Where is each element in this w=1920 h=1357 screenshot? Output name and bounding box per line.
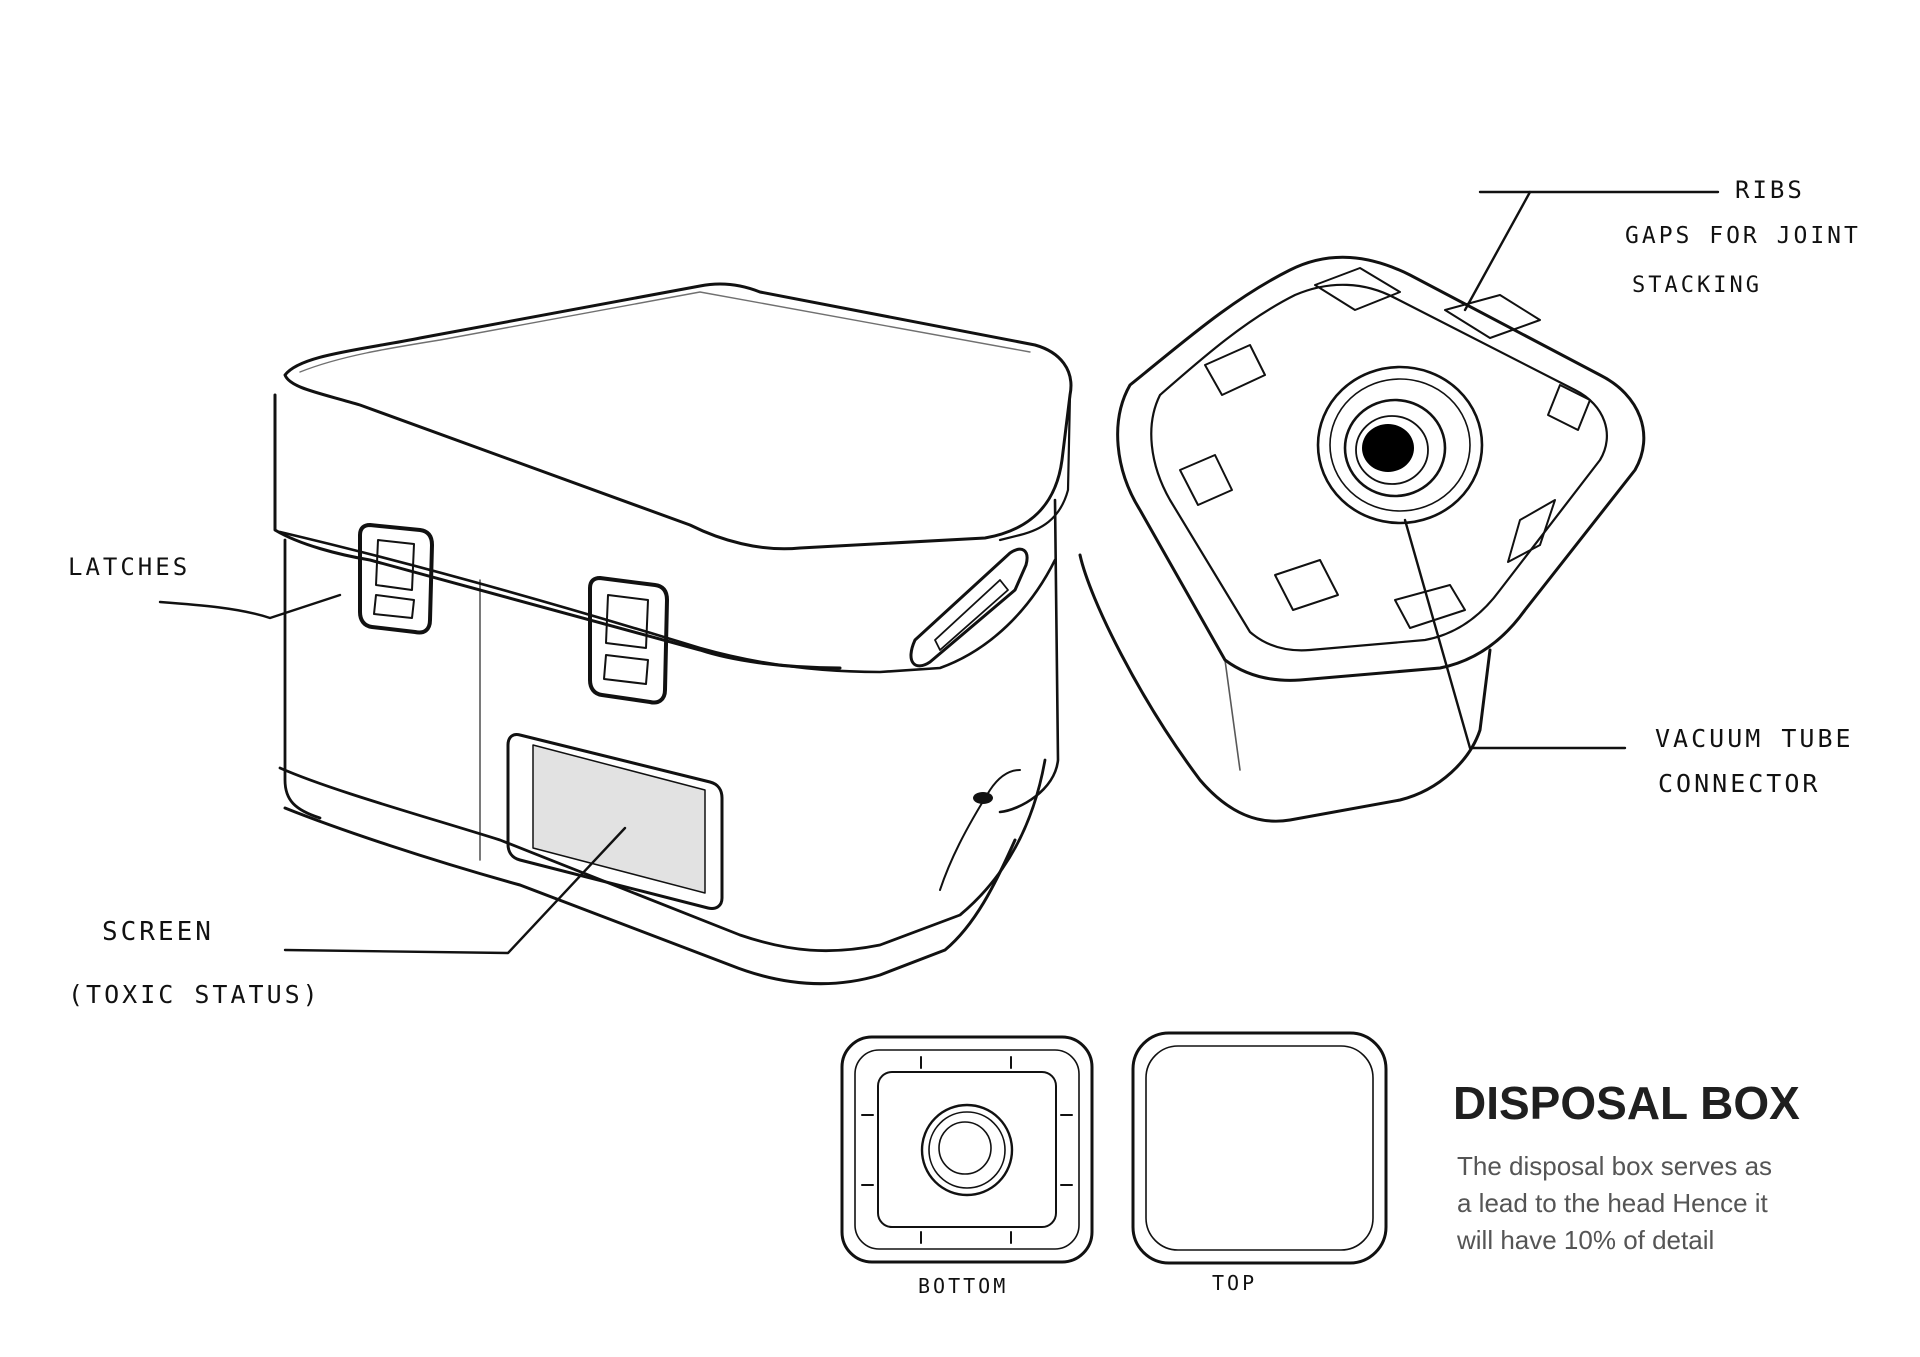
label-screen-line1: SCREEN [102,917,214,947]
bottom-view [840,1035,1094,1264]
latch-right [588,576,669,705]
base-side-hole [973,792,993,804]
vacuum-connector-hole [1362,424,1414,472]
vacuum-connector [1316,365,1484,525]
lid-top-inner-line [299,291,1031,373]
sheet-title: DISPOSAL BOX [1453,1077,1800,1129]
bottom-view-connector [920,1103,1014,1197]
top-view [1131,1031,1388,1265]
label-vacuum-line2: CONNECTOR [1658,769,1820,798]
label-bottom-view: BOTTOM [918,1274,1008,1298]
base-band-bottom [283,806,1017,986]
label-top-view: TOP [1212,1271,1257,1295]
leader-ribs-diagonal [1463,190,1532,312]
annotation-labels: RIBS GAPS FOR JOINT STACKING LATCHES VAC… [68,176,1861,1298]
rotated-box-drawing [1078,255,1646,823]
leader-screen [283,826,627,955]
label-vacuum-line1: VACUUM TUBE [1655,724,1854,753]
label-ribs: RIBS [1735,176,1805,204]
label-gaps-line2: STACKING [1632,273,1762,298]
label-screen-line2: (TOXIC STATUS) [68,980,321,1009]
body-right-edge [998,498,1060,814]
label-latches: LATCHES [68,553,190,581]
lid-right-side [998,393,1072,542]
latch-left [358,523,434,635]
rotated-box-side-edge [1224,659,1241,771]
description-line-1: The disposal box serves as [1457,1151,1773,1181]
description-line-2: a lead to the head Hence it [1457,1188,1768,1218]
main-box-drawing [273,282,1073,986]
rotated-box-inner-rim [1150,283,1608,652]
base-right-notch [939,769,1021,891]
leader-latches [158,593,342,620]
leader-vacuum [1403,518,1627,750]
label-gaps-line1: GAPS FOR JOINT [1625,223,1861,249]
rotated-box-outline [1116,255,1646,682]
leader-lines [158,190,1720,955]
lid-top-outline [283,282,1073,551]
description-line-3: will have 10% of detail [1457,1225,1715,1255]
status-screen-display [532,744,706,894]
bottom-view-rib-marks [861,1056,1073,1244]
sheet-description: The disposal box serves as a lead to the… [1457,1148,1857,1259]
side-handle-outer [909,547,1029,668]
side-handle-inner [934,579,1009,651]
status-screen [506,733,724,910]
lid-seam [278,530,1057,674]
body-front-left-edge [283,538,322,820]
rib-gaps [1179,267,1591,629]
rotated-box-side [1078,553,1492,823]
